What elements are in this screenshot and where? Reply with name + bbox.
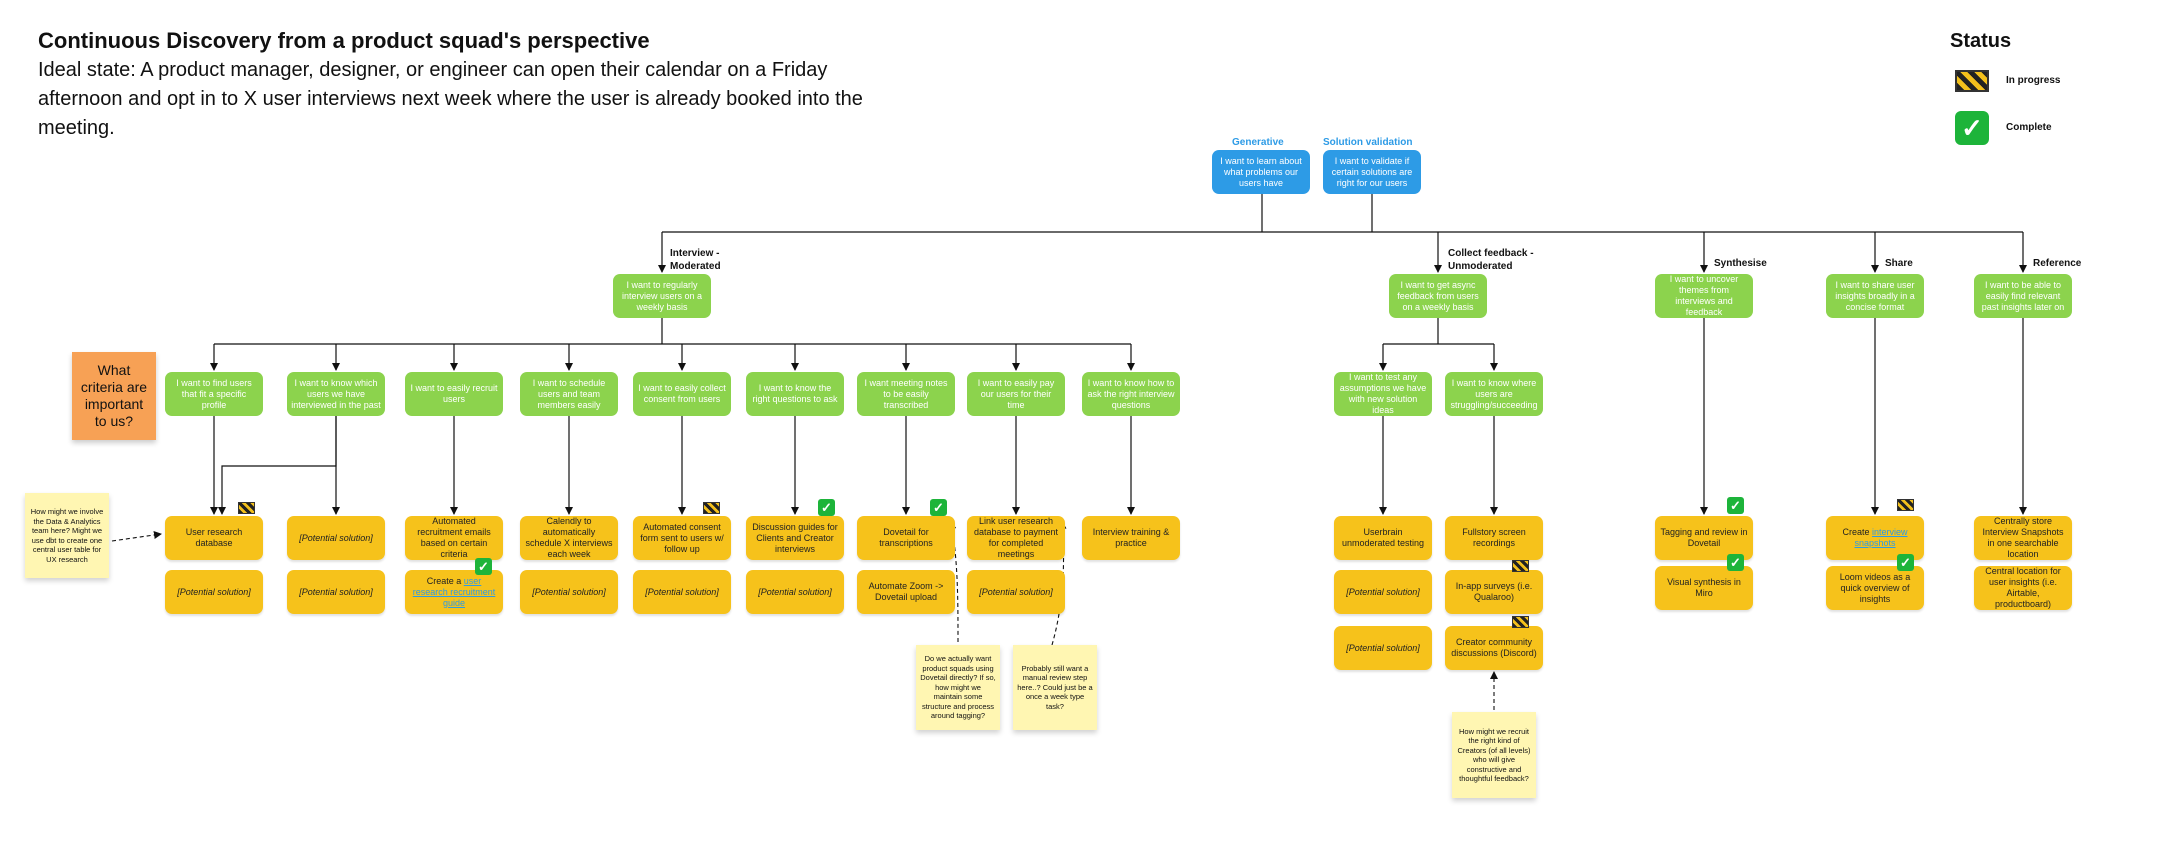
- solution-creator-community[interactable]: Creator community discussions (Discord): [1445, 626, 1543, 670]
- in-progress-badge-icon: [1512, 616, 1529, 628]
- goal-label-validation: Solution validation: [1323, 137, 1413, 148]
- goal-generative[interactable]: I want to learn about what problems our …: [1212, 150, 1310, 194]
- epic-label-share: Share: [1885, 258, 1913, 269]
- solution-visual-synthesis[interactable]: Visual synthesis in Miro: [1655, 566, 1753, 610]
- recruitment-guide-link[interactable]: user research recruitment guide: [412, 575, 496, 608]
- solution-potential[interactable]: [Potential solution]: [287, 570, 385, 614]
- legend-title: Status: [1950, 30, 2012, 52]
- question-criteria-note[interactable]: What criteria are important to us?: [72, 352, 156, 440]
- story-consent[interactable]: I want to easily collect consent from us…: [633, 372, 731, 416]
- solution-link-db[interactable]: Link user research database to payment f…: [967, 516, 1065, 560]
- story-notes[interactable]: I want meeting notes to be easily transc…: [857, 372, 955, 416]
- legend-complete-label: Complete: [2006, 122, 2052, 133]
- solution-potential[interactable]: [Potential solution]: [165, 570, 263, 614]
- complete-badge-icon: ✓: [930, 499, 947, 516]
- solution-potential[interactable]: [Potential solution]: [746, 570, 844, 614]
- in-progress-badge-icon: [1512, 560, 1529, 572]
- solution-central-location[interactable]: Central location for user insights (i.e.…: [1974, 566, 2072, 610]
- solution-interview-training[interactable]: Interview training & practice: [1082, 516, 1180, 560]
- interview-snapshots-link[interactable]: interview snapshots: [1854, 527, 1908, 548]
- in-progress-badge-icon: [703, 502, 720, 514]
- epic-moderated[interactable]: I want to regularly interview users on a…: [613, 274, 711, 318]
- construction-barrier-icon: [1955, 70, 1989, 92]
- story-questions[interactable]: I want to know the right questions to as…: [746, 372, 844, 416]
- solution-potential[interactable]: [Potential solution]: [1334, 626, 1432, 670]
- solution-zoom-upload[interactable]: Automate Zoom -> Dovetail upload: [857, 570, 955, 614]
- complete-badge-icon: ✓: [475, 558, 492, 575]
- complete-badge-icon: ✓: [1727, 497, 1744, 514]
- solution-consent-form[interactable]: Automated consent form sent to users w/ …: [633, 516, 731, 560]
- solution-auto-emails[interactable]: Automated recruitment emails based on ce…: [405, 516, 503, 560]
- epic-reference[interactable]: I want to be able to easily find relevan…: [1974, 274, 2072, 318]
- check-mark-icon: ✓: [1955, 111, 1989, 145]
- sticky-note-manual-review[interactable]: Probably still want a manual review step…: [1013, 645, 1097, 730]
- solution-potential[interactable]: [Potential solution]: [967, 570, 1065, 614]
- page-title: Continuous Discovery from a product squa…: [38, 28, 650, 53]
- epic-share[interactable]: I want to share user insights broadly in…: [1826, 274, 1924, 318]
- epic-label-reference: Reference: [2033, 258, 2082, 269]
- page-subtitle: Ideal state: A product manager, designer…: [38, 59, 863, 139]
- solution-tagging[interactable]: Tagging and review in Dovetail: [1655, 516, 1753, 560]
- goal-solution-validation[interactable]: I want to validate if certain solutions …: [1323, 150, 1421, 194]
- solution-potential[interactable]: [Potential solution]: [633, 570, 731, 614]
- sticky-note-creators-question[interactable]: How might we recruit the right kind of C…: [1452, 712, 1536, 798]
- create-prefix: Create a: [426, 575, 462, 586]
- goal-label-generative: Generative: [1232, 137, 1284, 148]
- sticky-note-data-team[interactable]: How might we involve the Data & Analytic…: [25, 493, 109, 578]
- story-ask[interactable]: I want to know how to ask the right inte…: [1082, 372, 1180, 416]
- solution-user-research-database[interactable]: User research database: [165, 516, 263, 560]
- solution-loom-videos[interactable]: Loom videos as a quick overview of insig…: [1826, 566, 1924, 610]
- solution-recruitment-guide[interactable]: Create a user research recruitment guide: [405, 570, 503, 614]
- in-progress-badge-icon: [238, 502, 255, 514]
- solution-in-app-surveys[interactable]: In-app surveys (i.e. Qualaroo): [1445, 570, 1543, 614]
- solution-discussion-guides[interactable]: Discussion guides for Clients and Creato…: [746, 516, 844, 560]
- epic-unmoderated[interactable]: I want to get async feedback from users …: [1389, 274, 1487, 318]
- solution-create-snapshots[interactable]: Create interview snapshots: [1826, 516, 1924, 560]
- solution-potential[interactable]: [Potential solution]: [520, 570, 618, 614]
- solution-dovetail[interactable]: Dovetail for transcriptions: [857, 516, 955, 560]
- complete-badge-icon: ✓: [818, 499, 835, 516]
- solution-centrally-store[interactable]: Centrally store Interview Snapshots in o…: [1974, 516, 2072, 560]
- story-know-interviewed[interactable]: I want to know which users we have inter…: [287, 372, 385, 416]
- legend-in-progress-label: In progress: [2006, 75, 2061, 86]
- solution-fullstory[interactable]: Fullstory screen recordings: [1445, 516, 1543, 560]
- story-schedule[interactable]: I want to schedule users and team member…: [520, 372, 618, 416]
- solution-potential[interactable]: [Potential solution]: [287, 516, 385, 560]
- in-progress-badge-icon: [1897, 499, 1914, 511]
- complete-badge-icon: ✓: [1897, 554, 1914, 571]
- story-find-users[interactable]: I want to find users that fit a specific…: [165, 372, 263, 416]
- story-struggling[interactable]: I want to know where users are strugglin…: [1445, 372, 1543, 416]
- story-pay[interactable]: I want to easily pay our users for their…: [967, 372, 1065, 416]
- complete-badge-icon: ✓: [1727, 554, 1744, 571]
- solution-potential[interactable]: [Potential solution]: [1334, 570, 1432, 614]
- epic-label-unmoderated: Collect feedback - Unmoderated: [1448, 248, 1534, 272]
- create-word: Create: [1842, 527, 1870, 537]
- epic-synthesise[interactable]: I want to uncover themes from interviews…: [1655, 274, 1753, 318]
- sticky-note-dovetail-question[interactable]: Do we actually want product squads using…: [916, 645, 1000, 730]
- story-recruit[interactable]: I want to easily recruit users: [405, 372, 503, 416]
- solution-calendly[interactable]: Calendly to automatically schedule X int…: [520, 516, 618, 560]
- solution-userbrain[interactable]: Userbrain unmoderated testing: [1334, 516, 1432, 560]
- epic-label-moderated: Interview - Moderated: [670, 248, 721, 272]
- epic-label-synthesise: Synthesise: [1714, 258, 1767, 269]
- story-test[interactable]: I want to test any assumptions we have w…: [1334, 372, 1432, 416]
